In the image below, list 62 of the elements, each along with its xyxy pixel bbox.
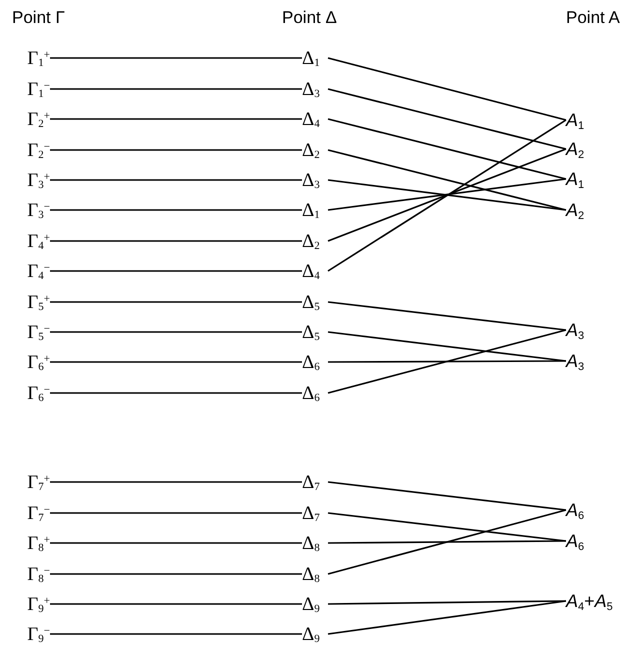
connector-line bbox=[328, 360, 566, 363]
connector-line bbox=[328, 119, 566, 272]
connector-line bbox=[50, 179, 302, 181]
connector-line bbox=[50, 57, 302, 59]
connector-line bbox=[50, 361, 302, 363]
connector-line bbox=[50, 603, 302, 605]
connector-line bbox=[50, 149, 302, 151]
connector-line bbox=[328, 118, 566, 180]
connector-line bbox=[50, 209, 302, 211]
a-state-label: A$_{1}$ bbox=[566, 111, 584, 129]
a-state-label: A$_{2}$ bbox=[566, 140, 584, 158]
connector-line bbox=[50, 633, 302, 635]
connector-line bbox=[328, 88, 566, 150]
connector-line bbox=[50, 301, 302, 303]
connector-line bbox=[50, 118, 302, 120]
delta-state-label: Δ$_{3}$ bbox=[302, 170, 320, 190]
delta-state-label: Δ$_{9}$ bbox=[302, 624, 320, 644]
column-heading: Point Δ bbox=[282, 8, 337, 28]
delta-state-label: Δ$_{7}$ bbox=[302, 472, 320, 492]
a-state-label: A$_{3}$ bbox=[566, 352, 584, 370]
connector-line bbox=[328, 509, 566, 575]
connector-line bbox=[328, 600, 566, 635]
delta-state-label: Δ$_{5}$ bbox=[302, 292, 320, 312]
connector-line bbox=[50, 481, 302, 483]
connector-line bbox=[328, 329, 566, 394]
delta-state-label: Δ$_{8}$ bbox=[302, 564, 320, 584]
delta-state-label: Δ$_{8}$ bbox=[302, 534, 320, 552]
delta-state-label: Δ$_{6}$ bbox=[302, 384, 320, 402]
connector-line bbox=[328, 149, 566, 211]
connector-line bbox=[328, 57, 566, 121]
connector-line bbox=[50, 392, 302, 394]
delta-state-label: Δ$_{1}$ bbox=[302, 200, 320, 220]
delta-state-label: Δ$_{4}$ bbox=[302, 262, 320, 280]
connector-line bbox=[50, 573, 302, 575]
delta-state-label: Δ$_{5}$ bbox=[302, 322, 320, 342]
connector-line bbox=[50, 88, 302, 90]
delta-state-label: Δ$_{1}$ bbox=[302, 48, 320, 68]
a-state-label: A$_{1}$ bbox=[566, 170, 584, 188]
a-state-label: A$_{2}$ bbox=[566, 201, 584, 219]
a-state-label: A$_{3}$ bbox=[566, 321, 584, 339]
a-state-label: A$_{4}$+A$_{5}$ bbox=[566, 592, 613, 610]
connector-line bbox=[328, 540, 566, 544]
column-heading: Point A bbox=[566, 8, 620, 28]
delta-state-label: Δ$_{7}$ bbox=[302, 504, 320, 522]
delta-state-label: Δ$_{2}$ bbox=[302, 232, 320, 250]
delta-state-label: Δ$_{4}$ bbox=[302, 110, 320, 128]
connector-line bbox=[50, 512, 302, 514]
a-state-label: A$_{6}$ bbox=[566, 532, 584, 550]
delta-state-label: Δ$_{2}$ bbox=[302, 140, 320, 160]
connector-line bbox=[328, 600, 566, 605]
connector-line bbox=[50, 270, 302, 272]
connector-line bbox=[50, 331, 302, 333]
a-state-label: A$_{6}$ bbox=[566, 501, 584, 519]
connector-line bbox=[50, 542, 302, 544]
connector-line bbox=[328, 148, 566, 242]
delta-state-label: Δ$_{6}$ bbox=[302, 352, 320, 372]
delta-state-label: Δ$_{9}$ bbox=[302, 594, 320, 614]
connector-line bbox=[328, 481, 566, 511]
column-heading: Point Γ bbox=[12, 8, 65, 28]
connector-line bbox=[328, 301, 566, 331]
connector-line bbox=[50, 240, 302, 242]
delta-state-label: Δ$_{3}$ bbox=[302, 80, 320, 98]
